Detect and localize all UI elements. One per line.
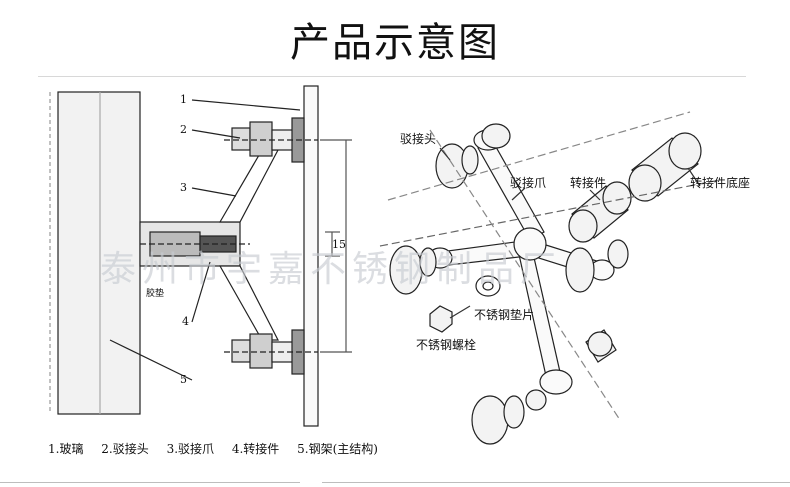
top-divider (38, 76, 746, 77)
bolt-exploded (429, 305, 471, 333)
claw-arm-lower (218, 265, 279, 341)
connector-head-upper (224, 117, 318, 163)
callout-1: 1 (180, 93, 187, 106)
label-bolt: 不锈钢螺栓 (416, 338, 477, 352)
washer-exploded (475, 275, 501, 297)
page-title: 产品示意图 (290, 20, 500, 66)
label-connector-head: 驳接头 (400, 132, 437, 146)
bottom-divider-right (322, 482, 790, 483)
claw-arm-upper (218, 149, 279, 223)
adapter-exploded (568, 181, 632, 243)
legend-item-glass: 1.玻璃 (48, 442, 84, 456)
callout-2: 2 (180, 123, 187, 136)
dimension-value: 15 (332, 238, 346, 251)
glass-panel (303, 85, 319, 427)
callout-4: 4 (182, 315, 189, 328)
label-washer: 不锈钢垫片 (474, 308, 535, 322)
legend-item-adapter: 4.转接件 (231, 442, 280, 456)
bottom-divider-left (0, 482, 300, 483)
adapter-small-exploded (585, 329, 617, 363)
adapter-base-exploded (628, 132, 702, 202)
steel-frame (57, 91, 141, 415)
label-adapter: 转接件 (570, 176, 607, 190)
watermark-text: 泰州市宇嘉不锈钢制品厂 (100, 249, 563, 290)
callout-5: 5 (180, 373, 187, 386)
legend-item-steel-frame: 5.钢架(主结构) (297, 442, 378, 456)
gasket-label: 胶垫 (146, 289, 165, 299)
connector-head-lower (224, 329, 318, 375)
callout-3: 3 (180, 181, 187, 194)
connector-heads-exploded (389, 123, 629, 445)
component-legend: 1.玻璃 2.驳接头 3.驳接爪 4.转接件 5.钢架(主结构) (48, 440, 378, 457)
legend-item-connector-head: 2.驳接头 (101, 442, 149, 456)
label-adapter-base: 转接件底座 (690, 176, 751, 190)
legend-item-claw: 3.驳接爪 (166, 442, 215, 456)
label-claw: 驳接爪 (510, 176, 547, 190)
